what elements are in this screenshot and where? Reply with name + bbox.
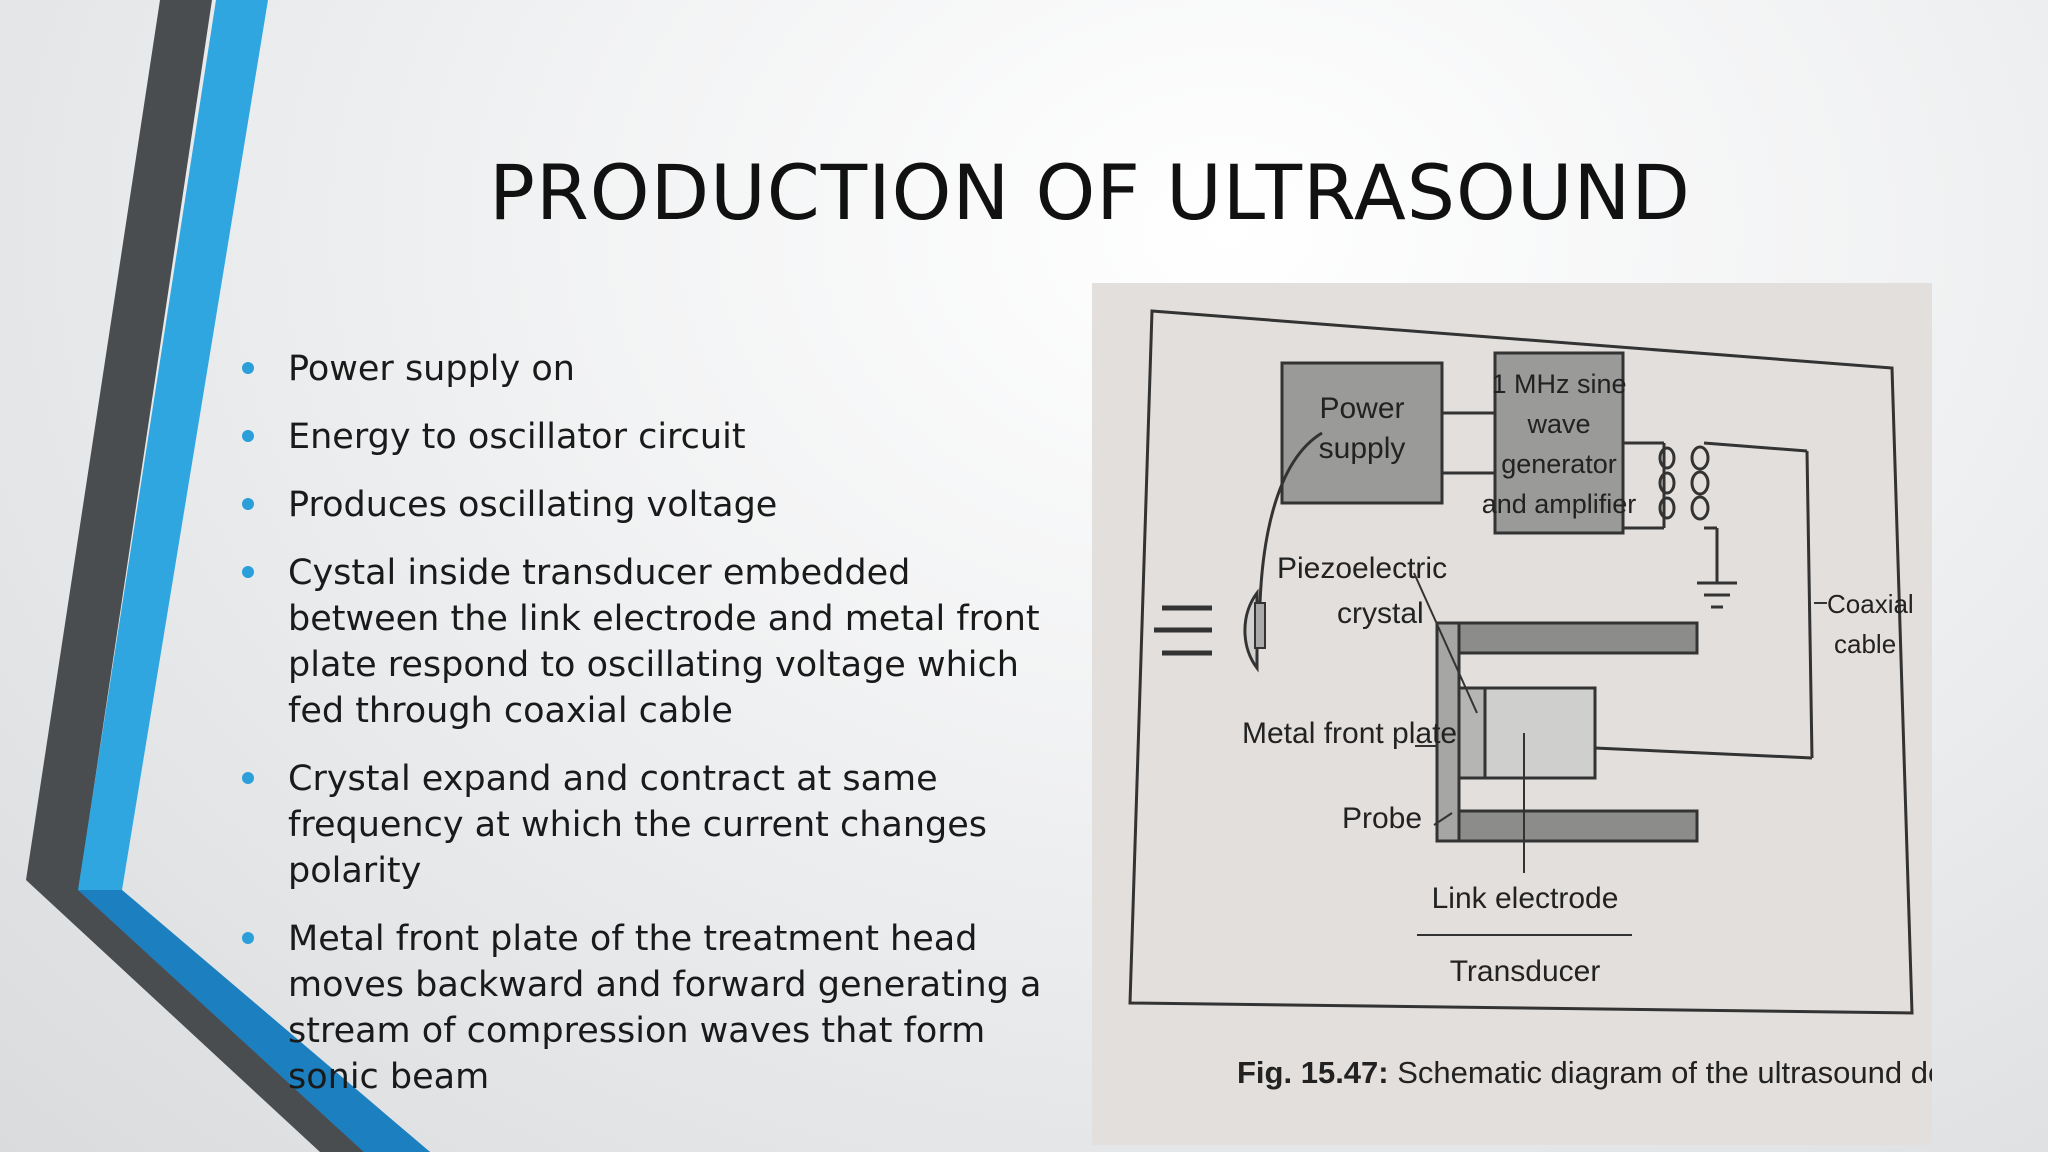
- bullet-item: Power supply on: [238, 346, 1058, 392]
- link-electrode-block: [1483, 686, 1597, 780]
- bullet-text: Metal front plate of the treatment head …: [288, 919, 1042, 1097]
- bullet-dot-icon: [242, 932, 254, 944]
- bullet-item: Crystal expand and contract at same freq…: [238, 756, 1058, 894]
- metal-plate-label: Metal front plate: [1242, 717, 1457, 750]
- blue-stripe: [78, 0, 430, 1152]
- bullet-item: Cystal inside transducer embedded betwee…: [238, 550, 1058, 734]
- piezo-label-2: crystal: [1337, 597, 1424, 630]
- plug-pins: [1154, 605, 1212, 656]
- plug-icon: [1243, 588, 1259, 673]
- bullet-text: Produces oscillating voltage: [288, 485, 778, 525]
- piezo-pointer: [1413, 572, 1478, 714]
- coaxial-label-1: Coaxial: [1827, 589, 1914, 619]
- coaxial-label-2: cable: [1834, 629, 1896, 659]
- power-cord: [1258, 431, 1323, 604]
- bullet-text: Cystal inside transducer embedded betwee…: [288, 553, 1040, 731]
- probe-top-plate: [1435, 621, 1699, 655]
- generator-label-4: and amplifier: [1482, 489, 1637, 519]
- bullet-text: Power supply on: [288, 349, 575, 389]
- generator-label-1: 1 MHz sine: [1491, 369, 1626, 399]
- bullet-text: Crystal expand and contract at same freq…: [288, 759, 988, 891]
- blue-stripe-lower: [78, 890, 430, 1152]
- bullet-text: Energy to oscillator circuit: [288, 417, 746, 457]
- link-electrode-label: Link electrode: [1432, 882, 1619, 915]
- probe-bottom-plate: [1435, 809, 1699, 843]
- generator-label-2: wave: [1526, 409, 1590, 439]
- probe-label: Probe: [1342, 802, 1422, 835]
- ground-icon: [1697, 581, 1737, 609]
- transformer-coil-icon: [1658, 441, 1814, 759]
- probe-pointer: [1433, 812, 1453, 826]
- caption-text: Schematic diagram of the ultrasound devi…: [1389, 1055, 1932, 1090]
- bullet-dot-icon: [242, 772, 254, 784]
- ultrasound-schematic: Power supply 1 MHz sine wave generator a…: [1128, 309, 1932, 1090]
- caption-bold: Fig. 15.47:: [1237, 1055, 1389, 1090]
- outer-frame: [1128, 309, 1914, 1015]
- bullet-item: Metal front plate of the treatment head …: [238, 916, 1058, 1100]
- slide-title: PRODUCTION OF ULTRASOUND: [489, 148, 1691, 237]
- transducer-label: Transducer: [1450, 955, 1601, 988]
- schematic-figure: Power supply 1 MHz sine wave generator a…: [1092, 283, 1932, 1145]
- bullet-list: Power supply on Energy to oscillator cir…: [238, 346, 1058, 1122]
- bullet-dot-icon: [242, 430, 254, 442]
- bullet-dot-icon: [242, 362, 254, 374]
- figure-caption: Fig. 15.47: Schematic diagram of the ult…: [1237, 1055, 1932, 1090]
- coaxial-wire: [1594, 746, 1813, 760]
- plug-neck: [1254, 602, 1266, 649]
- gray-stripe: [26, 0, 430, 1152]
- bullet-dot-icon: [242, 498, 254, 510]
- bullet-dot-icon: [242, 566, 254, 578]
- power-supply-label-1: Power: [1319, 392, 1404, 425]
- piezo-label-1: Piezoelectric: [1277, 552, 1447, 585]
- bullet-item: Produces oscillating voltage: [238, 482, 1058, 528]
- power-supply-box: [1280, 361, 1444, 505]
- generator-box: [1493, 351, 1625, 535]
- power-supply-label-2: supply: [1319, 432, 1406, 465]
- bullet-item: Energy to oscillator circuit: [238, 414, 1058, 460]
- generator-label-3: generator: [1501, 449, 1617, 479]
